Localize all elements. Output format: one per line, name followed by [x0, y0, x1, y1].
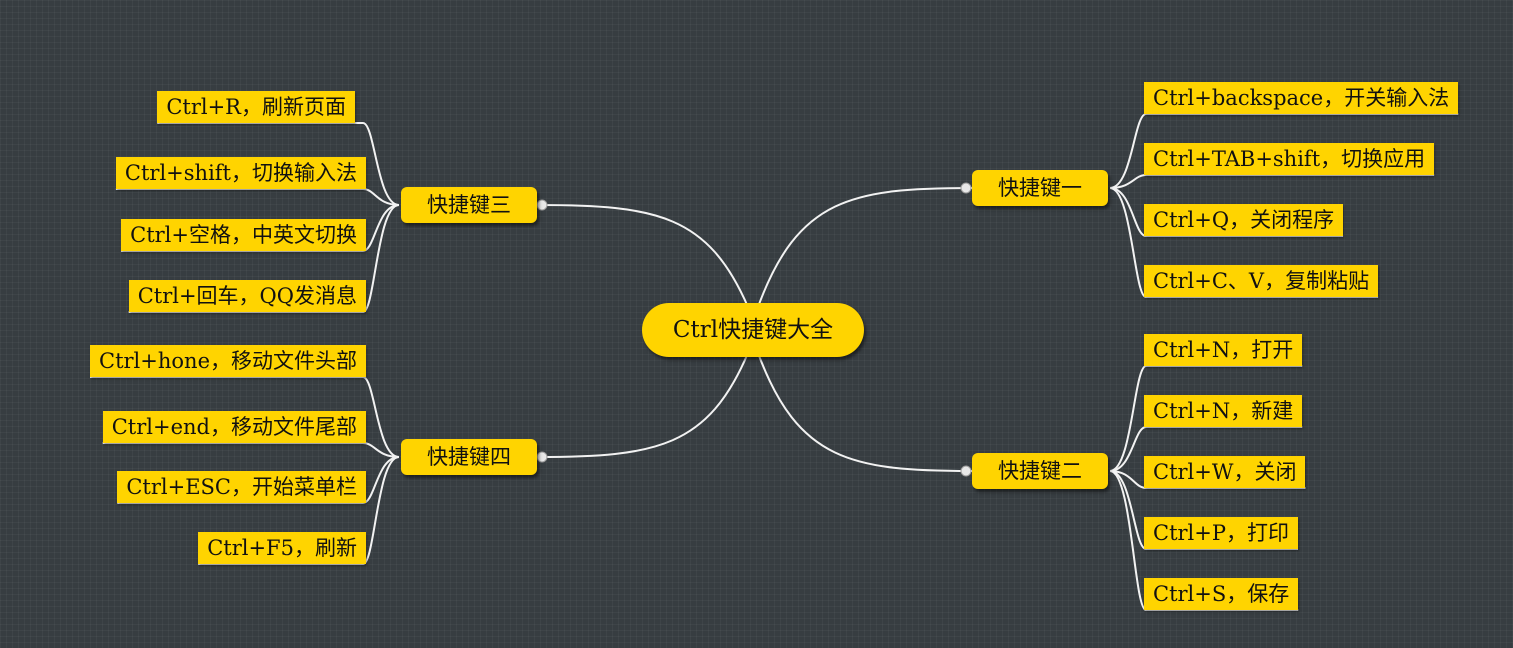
branch-node-3[interactable]: 快捷键三 [401, 187, 537, 223]
collapse-handle-icon[interactable] [536, 199, 548, 211]
leaf-node[interactable]: Ctrl+C、V，复制粘贴 [1144, 265, 1379, 297]
connector-line [115, 188, 400, 206]
leaf-node[interactable]: Ctrl+W，关闭 [1144, 456, 1306, 488]
connector-line [1109, 426, 1303, 472]
connector-line [1109, 174, 1435, 189]
leaf-node[interactable]: Ctrl+P，打印 [1144, 517, 1298, 549]
leaf-node[interactable]: Ctrl+shift，切换输入法 [115, 157, 366, 189]
collapse-handle-icon[interactable] [960, 182, 972, 194]
leaf-node[interactable]: Ctrl+N，新建 [1144, 395, 1303, 427]
branch-node-4[interactable]: 快捷键四 [401, 439, 537, 475]
branch-node-1[interactable]: 快捷键一 [972, 170, 1108, 206]
branch-node-2[interactable]: 快捷键二 [972, 453, 1108, 489]
leaf-node[interactable]: Ctrl+R，刷新页面 [157, 91, 355, 123]
connector-line [90, 376, 400, 458]
connector-line [102, 442, 400, 458]
leaf-node[interactable]: Ctrl+空格，中英文切换 [121, 219, 366, 251]
leaf-node[interactable]: Ctrl+hone，移动文件头部 [90, 345, 366, 377]
leaf-node[interactable]: Ctrl+N，打开 [1144, 334, 1303, 366]
collapse-handle-icon[interactable] [536, 451, 548, 463]
connector-line [1109, 470, 1299, 611]
connector-line [536, 352, 749, 458]
collapse-handle-icon[interactable] [960, 465, 972, 477]
leaf-node[interactable]: Ctrl+ESC，开始菜单栏 [117, 471, 366, 503]
connector-line [757, 187, 973, 308]
connector-line [1109, 113, 1459, 189]
connector-line [1109, 365, 1303, 472]
leaf-node[interactable]: Ctrl+F5，刷新 [198, 532, 366, 564]
connector-line [757, 352, 973, 472]
leaf-node[interactable]: Ctrl+Q，关闭程序 [1144, 204, 1344, 236]
leaf-node[interactable]: Ctrl+S，保存 [1144, 578, 1299, 610]
root-node[interactable]: Ctrl快捷键大全 [642, 303, 864, 357]
leaf-node[interactable]: Ctrl+TAB+shift，切换应用 [1144, 143, 1435, 175]
connector-line [157, 122, 400, 206]
leaf-node[interactable]: Ctrl+回车，QQ发消息 [128, 280, 366, 312]
leaf-node[interactable]: Ctrl+backspace，开关输入法 [1144, 82, 1459, 114]
leaf-node[interactable]: Ctrl+end，移动文件尾部 [102, 411, 366, 443]
connector-line [536, 204, 749, 308]
